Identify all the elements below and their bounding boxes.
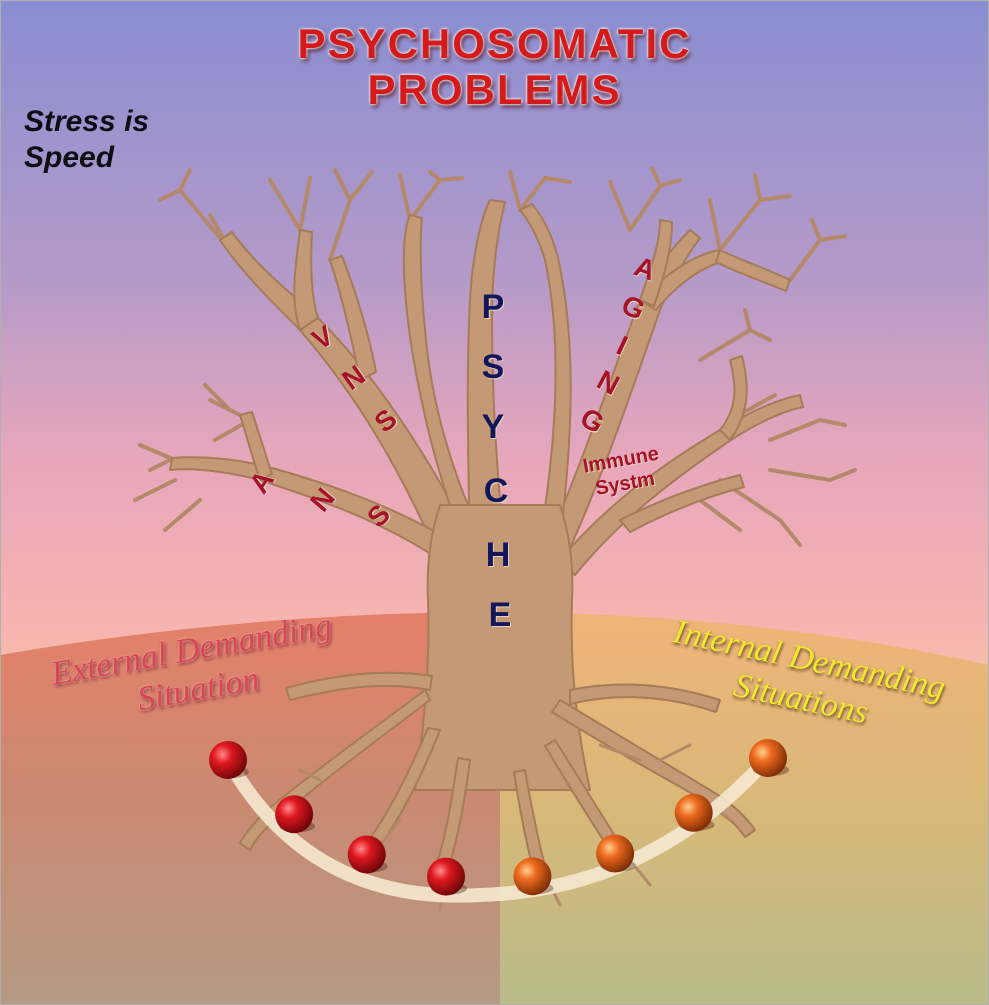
- external-bead: [275, 795, 314, 834]
- stress-note-line-2: Speed: [24, 141, 115, 174]
- external-bead: [347, 835, 386, 874]
- stress-note-line-1: Stress is: [24, 105, 150, 138]
- internal-bead: [749, 739, 787, 777]
- external-bead: [427, 857, 466, 896]
- title-line-1: PSYCHOSOMATIC: [297, 20, 692, 67]
- psyche-letter: Y: [481, 408, 505, 446]
- psyche-letter: E: [488, 596, 512, 634]
- title-line-2: PROBLEMS: [367, 66, 622, 113]
- internal-ground: [0, 612, 989, 1005]
- external-bead: [209, 741, 247, 779]
- psyche-letter: C: [483, 472, 509, 510]
- internal-bead: [596, 834, 635, 873]
- stress-note: Stress is Speed: [24, 104, 244, 176]
- internal-bead: [674, 793, 713, 832]
- psyche-letter: H: [485, 536, 511, 574]
- psyche-letter: P: [481, 288, 505, 326]
- bead-chain: [209, 739, 789, 896]
- psyche-letter: S: [481, 348, 505, 386]
- external-ground: [0, 612, 500, 1005]
- internal-bead: [513, 857, 552, 896]
- tree: [133, 166, 857, 912]
